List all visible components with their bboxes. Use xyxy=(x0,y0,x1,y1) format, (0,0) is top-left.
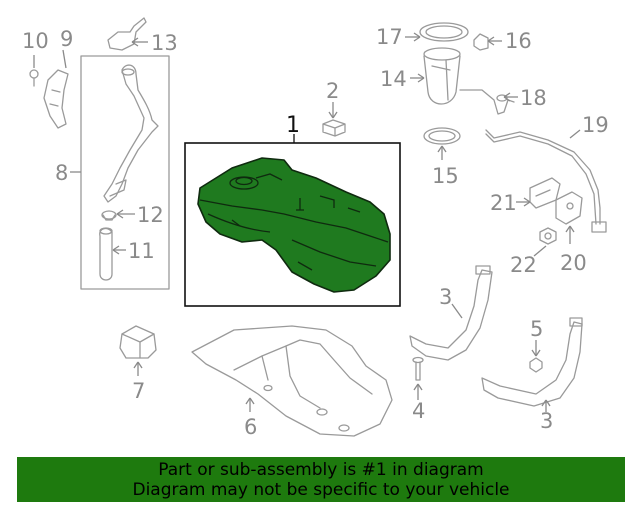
callout-9: 9 xyxy=(60,27,73,51)
strap-nut-part[interactable] xyxy=(529,357,543,373)
sensor-part[interactable] xyxy=(459,89,515,115)
info-banner: Part or sub-assembly is #1 in diagram Di… xyxy=(17,457,625,502)
filler-hose[interactable] xyxy=(99,227,113,281)
filler-pipe[interactable] xyxy=(103,64,159,203)
filler-group-box xyxy=(80,55,170,290)
small-block-part[interactable] xyxy=(322,119,346,137)
banner-line-2: Diagram may not be specific to your vehi… xyxy=(132,480,510,500)
callout-3-upper: 3 xyxy=(439,285,452,309)
clip-part[interactable] xyxy=(473,33,489,51)
callout-21: 21 xyxy=(490,191,517,215)
fuel-pump-part[interactable] xyxy=(423,47,461,105)
callout-18: 18 xyxy=(520,86,547,110)
nut-part[interactable] xyxy=(539,227,557,245)
fuel-tank-highlight[interactable] xyxy=(197,157,391,293)
fuel-line-part[interactable] xyxy=(485,129,607,233)
parts-diagram: 1 2 3 3 4 5 6 7 8 9 10 11 12 13 14 15 16… xyxy=(22,17,609,439)
callout-8: 8 xyxy=(55,161,68,185)
bracket-7-part[interactable] xyxy=(119,325,157,359)
callout-3-lower: 3 xyxy=(540,409,553,433)
callout-6: 6 xyxy=(244,415,257,439)
callout-16: 16 xyxy=(505,29,532,53)
callout-4: 4 xyxy=(412,399,425,423)
callout-12: 12 xyxy=(137,203,164,227)
callout-17: 17 xyxy=(376,25,403,49)
sensor-20-part[interactable] xyxy=(555,191,583,225)
callout-10: 10 xyxy=(22,29,49,53)
clamp-part[interactable] xyxy=(101,210,117,221)
callout-5: 5 xyxy=(530,317,543,341)
callout-22: 22 xyxy=(510,253,537,277)
callout-7: 7 xyxy=(132,379,145,403)
tank-strap-upper[interactable] xyxy=(409,265,493,361)
bracket-part[interactable] xyxy=(43,69,69,129)
callout-2: 2 xyxy=(326,79,339,103)
tank-strap-lower[interactable] xyxy=(481,317,583,407)
filler-door-part[interactable] xyxy=(107,17,147,51)
gasket-part[interactable] xyxy=(423,127,461,145)
pump-ring-part[interactable] xyxy=(419,22,469,42)
callout-11: 11 xyxy=(128,239,155,263)
banner-line-1: Part or sub-assembly is #1 in diagram xyxy=(158,460,484,480)
callout-1: 1 xyxy=(286,113,300,138)
strap-bolt-part[interactable] xyxy=(412,356,424,381)
bolt-part[interactable] xyxy=(29,69,39,87)
callout-14: 14 xyxy=(380,67,407,91)
callout-20: 20 xyxy=(560,251,587,275)
callout-13: 13 xyxy=(151,31,178,55)
callout-19: 19 xyxy=(582,113,609,137)
callout-15: 15 xyxy=(432,164,459,188)
heat-shield-part[interactable] xyxy=(191,325,393,437)
